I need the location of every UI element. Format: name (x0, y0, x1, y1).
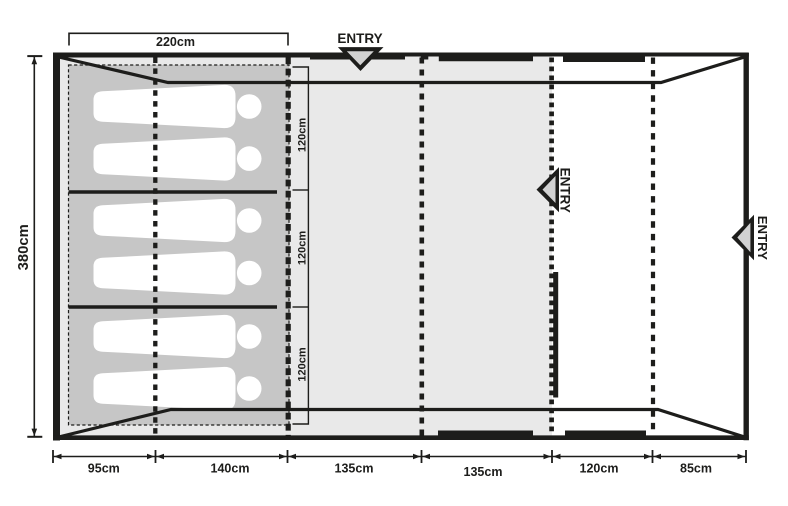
svg-text:ENTRY: ENTRY (558, 168, 573, 213)
svg-text:220cm: 220cm (156, 35, 195, 49)
svg-text:120cm: 120cm (297, 118, 309, 152)
svg-text:ENTRY: ENTRY (755, 216, 770, 260)
svg-text:380cm: 380cm (16, 224, 32, 270)
svg-text:140cm: 140cm (211, 461, 250, 475)
svg-text:85cm: 85cm (680, 461, 712, 475)
svg-text:120cm: 120cm (297, 231, 309, 265)
svg-text:135cm: 135cm (335, 461, 374, 475)
svg-text:120cm: 120cm (297, 347, 309, 381)
svg-text:95cm: 95cm (88, 461, 120, 475)
svg-text:120cm: 120cm (580, 461, 619, 475)
svg-text:135cm: 135cm (464, 465, 503, 479)
svg-text:ENTRY: ENTRY (337, 31, 382, 46)
